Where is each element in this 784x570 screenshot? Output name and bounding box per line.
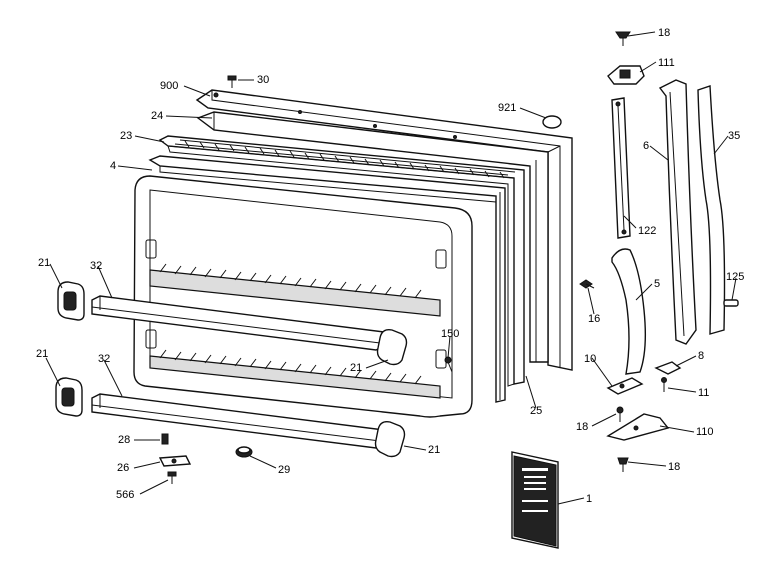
bracket-8 [654,361,682,375]
plug-29 [235,446,253,458]
label-21-lower-left: 21 [36,348,48,360]
end-cap-lower-left [55,377,83,417]
hinge-111 [607,65,645,85]
label-21-upper-right: 21 [350,362,362,374]
screw-18-bottom [617,457,629,472]
gasket-hatching [184,140,505,179]
bracket-26 [158,455,192,467]
label-32-upper: 32 [90,260,102,272]
screw-18-top [615,31,631,46]
label-18-top: 18 [658,27,670,39]
instruction-manual [511,451,559,549]
door-liner-frame [196,111,549,363]
label-18-bottom: 18 [668,461,680,473]
label-122: 122 [638,225,656,237]
label-6: 6 [643,140,649,152]
door-gasket [158,135,525,387]
label-30: 30 [257,74,269,86]
pin-125 [723,299,739,307]
label-35: 35 [728,130,740,142]
label-1: 1 [586,493,592,505]
hinge-plate-10 [606,377,644,395]
label-150: 150 [441,328,459,340]
label-21-lower-right: 21 [428,444,440,456]
end-cap-upper-right [376,328,408,366]
screw-30 [227,75,237,88]
label-4: 4 [110,160,116,172]
label-32-lower: 32 [98,353,110,365]
label-16: 16 [588,313,600,325]
trim-35 [697,85,726,335]
outer-door-panel [195,89,573,371]
door-liner [133,175,473,418]
hinge-bar-122 [611,97,631,239]
label-26: 26 [117,462,129,474]
end-cap-upper-left [57,281,85,321]
label-111: 111 [658,57,675,69]
label-28: 28 [118,434,130,446]
hinge-110 [606,413,670,441]
hinge-cover-5 [611,248,647,375]
leader-lines [45,31,737,505]
label-29: 29 [278,464,290,476]
label-900: 900 [160,80,178,92]
screw-28 [161,433,169,445]
label-125: 125 [726,271,744,283]
label-18-mid: 18 [576,421,588,433]
end-cap-lower-right [374,420,406,458]
label-566: 566 [116,489,134,501]
label-8: 8 [698,350,704,362]
plug-921 [542,115,562,129]
screw-16 [579,279,595,289]
label-10: 10 [584,353,596,365]
handle-6 [658,79,697,345]
callout-labels: 18 111 900 30 921 24 23 6 35 4 122 21 32… [36,27,744,505]
label-21-upper-left: 21 [38,257,50,269]
label-11: 11 [698,387,709,399]
label-23: 23 [120,130,132,142]
screw-11 [661,377,667,392]
label-24: 24 [151,110,163,122]
label-921: 921 [498,102,516,114]
inner-door-frame [148,155,506,403]
screw-18-mid [616,406,624,422]
label-110: 110 [696,426,714,438]
label-25: 25 [530,405,542,417]
label-5: 5 [654,278,660,290]
screw-566 [167,471,177,484]
